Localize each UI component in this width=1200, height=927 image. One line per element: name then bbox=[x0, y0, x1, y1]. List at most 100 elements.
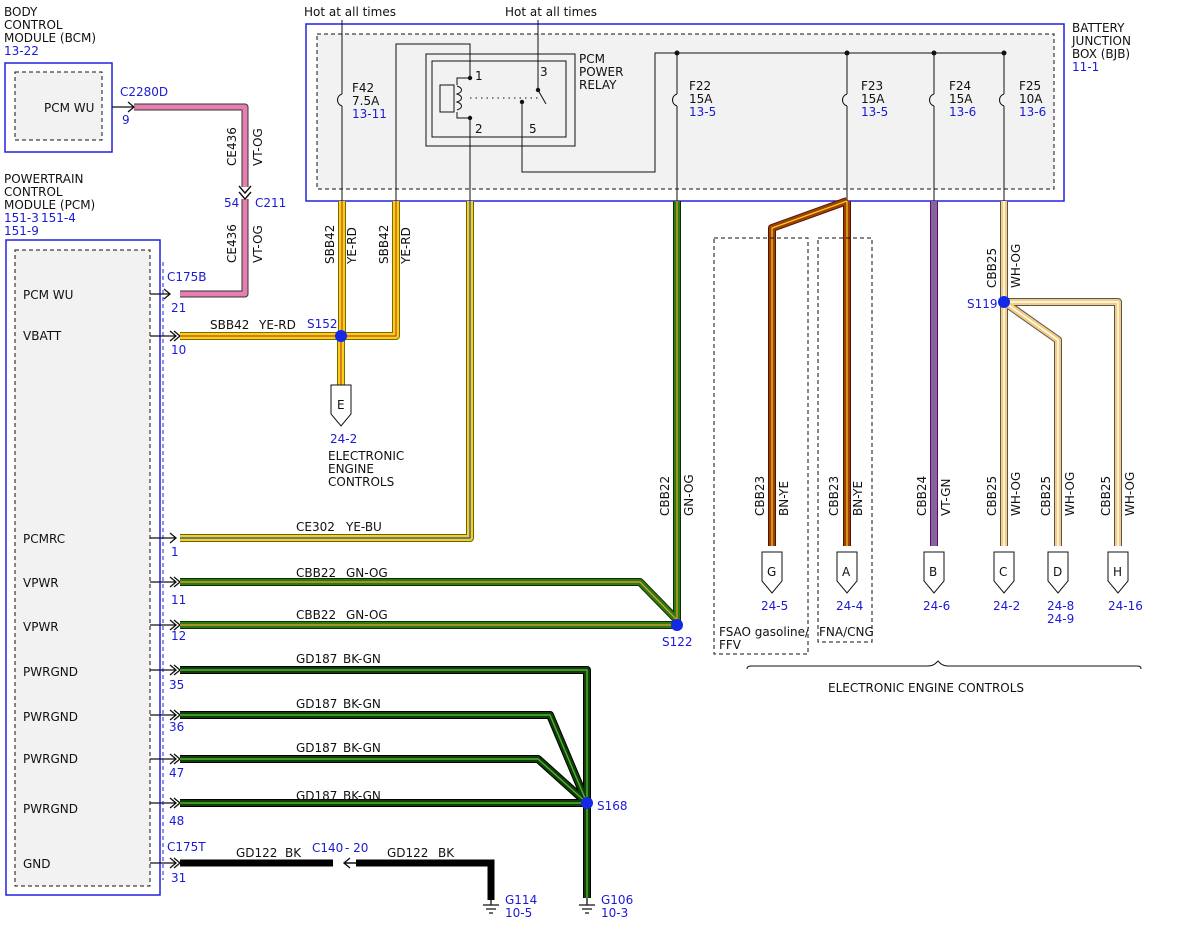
c211-pin: 54 bbox=[224, 196, 239, 210]
pin-arrow-icon bbox=[150, 619, 182, 631]
bcm-title-3: MODULE (BCM) bbox=[4, 31, 96, 45]
sbb42-color-v2: YE-RD bbox=[399, 227, 413, 265]
relay-title-2: POWER bbox=[579, 65, 623, 79]
fuse-icon bbox=[671, 93, 678, 107]
wire-labels: CE436 VT-OG 54 C211 CE436 VT-OG C2280D 9… bbox=[120, 85, 1137, 860]
gd122-color-1: BK bbox=[285, 846, 302, 860]
wire-cbb23 bbox=[768, 197, 851, 546]
relay-title-1: PCM bbox=[579, 52, 605, 66]
connector-a-ref: 24-4 bbox=[836, 599, 863, 613]
fna-label: FNA/CNG bbox=[819, 625, 874, 639]
relay-pin-2: 2 bbox=[475, 122, 483, 136]
fuse-amps: 7.5A bbox=[352, 94, 380, 108]
bjb-box bbox=[305, 23, 1065, 202]
fuse-ref: 13-5 bbox=[689, 105, 716, 119]
eec-connector-labels: E 24-2 G 24-5 A 24-4 B 24-6 C 24-2 D 24-… bbox=[330, 398, 1143, 626]
splice-s152-label: S152 bbox=[307, 317, 338, 331]
pcm-pin-number: 12 bbox=[171, 629, 186, 643]
splice-s168-label: S168 bbox=[597, 799, 628, 813]
pcm-pin-label: VPWR bbox=[23, 620, 59, 634]
relay-pin-5: 5 bbox=[529, 122, 537, 136]
ce436-circuit-upper: CE436 bbox=[225, 127, 239, 166]
splice-s152-icon bbox=[335, 330, 347, 342]
eec-bracket-icon bbox=[746, 660, 1142, 670]
connector-e-icon bbox=[330, 384, 352, 427]
ground-g114-ref: 10-5 bbox=[505, 906, 532, 920]
cbb24-color: VT-GN bbox=[939, 479, 953, 516]
connector-h-letter: H bbox=[1113, 565, 1122, 579]
fuse-icon bbox=[998, 93, 1005, 107]
cbb22-color-2: GN-OG bbox=[346, 608, 388, 622]
pcm-pin-label: PWRGND bbox=[23, 752, 78, 766]
bjb-title-2: JUNCTION bbox=[1071, 34, 1131, 48]
ce436-circuit-lower: CE436 bbox=[225, 224, 239, 263]
cbb25-color-top: WH-OG bbox=[1009, 244, 1023, 288]
bcm-title-1: BODY bbox=[4, 5, 38, 19]
pin-arrow-icon bbox=[150, 576, 182, 588]
pin-arrow-icon bbox=[150, 753, 182, 765]
pin-arrow-icon bbox=[150, 709, 182, 721]
cbb23-color-g: BN-YE bbox=[777, 481, 791, 516]
ce302-circuit: CE302 bbox=[296, 520, 335, 534]
ground-g114-icon bbox=[483, 900, 499, 914]
hot-at-all-times-left: Hot at all times bbox=[304, 5, 396, 19]
connector-d-icon bbox=[1047, 551, 1069, 594]
bcm-title-2: CONTROL bbox=[4, 18, 63, 32]
bjb-internal-wiring bbox=[341, 20, 1005, 201]
pcm-title-1: POWERTRAIN bbox=[4, 172, 84, 186]
cbb23-color-a: BN-YE bbox=[851, 481, 865, 516]
connector-d-ref-2: 24-9 bbox=[1047, 612, 1074, 626]
gd187-circuit-3: GD187 bbox=[296, 741, 337, 755]
pcm-connector-c175t: C175T bbox=[167, 840, 206, 854]
relay-title-3: RELAY bbox=[579, 78, 617, 92]
fuse-ref: 13-6 bbox=[1019, 105, 1046, 119]
c2280d-pin: 9 bbox=[122, 113, 130, 127]
pcm-pin-number: 48 bbox=[169, 814, 184, 828]
splice-s168-icon bbox=[581, 797, 593, 809]
cbb25-color-d: WH-OG bbox=[1063, 472, 1077, 516]
relay-outer-box bbox=[425, 53, 576, 147]
pcm-pin-numbers: 21 10 1 11 12 35 36 47 48 31 bbox=[169, 301, 186, 885]
c211-connector: C211 bbox=[255, 196, 286, 210]
fuse-labels: F42 7.5A 13-11 F22 15A 13-5 F23 15A 13-5… bbox=[352, 79, 1046, 121]
pcm-pin-label: GND bbox=[23, 857, 51, 871]
pin-arrow-icon bbox=[150, 288, 172, 300]
relay-pin-1: 1 bbox=[475, 69, 483, 83]
sbb42-circuit-v2: SBB42 bbox=[377, 225, 391, 264]
sbb42-circuit-v1: SBB42 bbox=[323, 225, 337, 264]
bcm-pin-arrow-icon bbox=[112, 101, 136, 113]
bcm-inner-box bbox=[14, 71, 103, 141]
pcm-module: POWERTRAIN CONTROL MODULE (PCM) 151-3 15… bbox=[4, 172, 207, 896]
cbb22-color-v: GN-OG bbox=[682, 474, 696, 516]
bjb-ref: 11-1 bbox=[1072, 60, 1099, 74]
fuse-id: F23 bbox=[861, 79, 883, 93]
gd187-circuit-1: GD187 bbox=[296, 652, 337, 666]
pin-arrow-icon bbox=[150, 857, 182, 869]
pcm-pin-label: VBATT bbox=[23, 329, 62, 343]
bjb-inner-box bbox=[316, 33, 1055, 190]
bcm-module: BODY CONTROL MODULE (BCM) 13-22 PCM WU bbox=[4, 5, 113, 153]
cbb25-circuit-d: CBB25 bbox=[1039, 476, 1053, 516]
bcm-pin-label: PCM WU bbox=[44, 101, 94, 115]
grounds: G114 10-5 G106 10-3 bbox=[483, 893, 633, 920]
pcm-pin-number: 1 bbox=[171, 545, 179, 559]
gd122-color-2: BK bbox=[438, 846, 455, 860]
pcm-pin-number: 35 bbox=[169, 678, 184, 692]
fuse-ref: 13-6 bbox=[949, 105, 976, 119]
splices: S152 S122 S168 S119 bbox=[307, 296, 1010, 813]
ce436-color-upper: VT-OG bbox=[251, 128, 265, 166]
pcm-box bbox=[5, 239, 161, 896]
ce436-color-lower: VT-OG bbox=[251, 225, 265, 263]
fsao-label-2: FFV bbox=[719, 638, 742, 652]
bjb-bus-nodes bbox=[674, 50, 1007, 56]
fuse-id: F24 bbox=[949, 79, 971, 93]
fuse-ref: 13-5 bbox=[861, 105, 888, 119]
connector-d-letter: D bbox=[1053, 565, 1062, 579]
c2280d-connector: C2280D bbox=[120, 85, 168, 99]
cbb22-circuit-2: CBB22 bbox=[296, 608, 336, 622]
wire-ce436 bbox=[134, 103, 249, 298]
pcm-inner-box bbox=[14, 249, 151, 887]
cbb22-color-1: GN-OG bbox=[346, 566, 388, 580]
pin-arrow-icon bbox=[150, 664, 182, 676]
